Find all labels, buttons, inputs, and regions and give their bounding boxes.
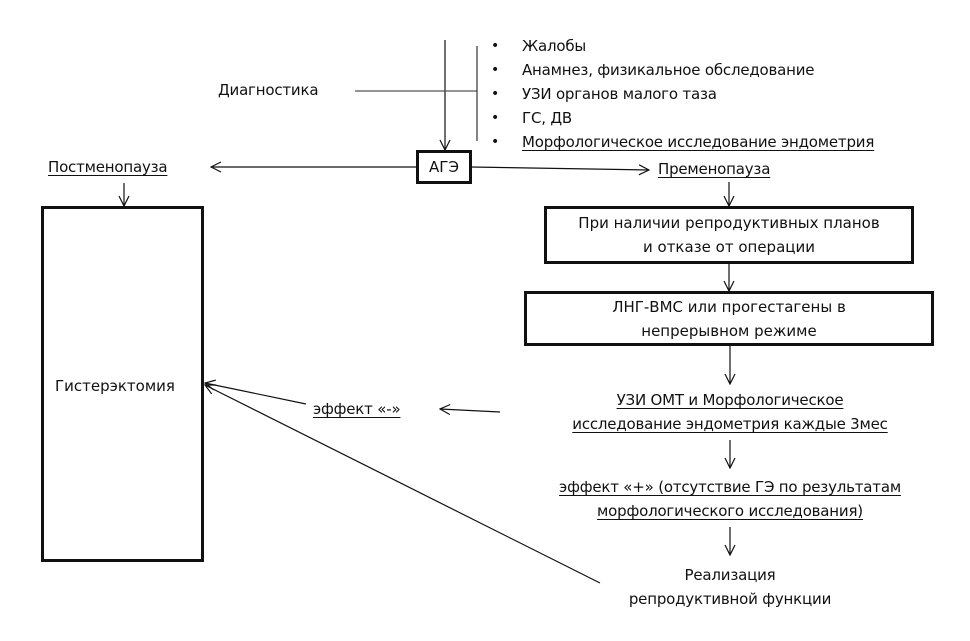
monitoring-text: УЗИ ОМТ и Морфологическое исследование э… bbox=[520, 388, 940, 436]
reproductive-plans-line-1: При наличии репродуктивных планов bbox=[578, 214, 880, 232]
premenopause-label: Пременопауза bbox=[658, 160, 771, 178]
bullet-icon: • bbox=[491, 38, 500, 54]
hysterectomy-box: Гистерэктомия bbox=[41, 206, 204, 562]
diagnostics-item: •УЗИ органов малого таза bbox=[491, 85, 717, 103]
monitoring-line-2: исследование эндометрия каждые 3мес bbox=[572, 415, 888, 433]
arrow-effect-negative-to-hysterectomy bbox=[205, 383, 307, 405]
bullet-icon: • bbox=[491, 62, 500, 78]
effect-negative-label: эффект «-» bbox=[313, 400, 401, 418]
diagnostics-item: •Жалобы bbox=[491, 37, 587, 55]
result-line-1: Реализация bbox=[684, 566, 776, 584]
reproductive-plans-box: При наличии репродуктивных планов и отка… bbox=[544, 206, 914, 264]
result-line-2: репродуктивной функции bbox=[628, 590, 832, 608]
monitoring-line-1: УЗИ ОМТ и Морфологическое bbox=[616, 391, 844, 409]
reproductive-plans-line-2: и отказе от операции bbox=[643, 238, 815, 256]
hysterectomy-label: Гистерэктомия bbox=[55, 377, 175, 395]
diagnostics-item: •ГС, ДВ bbox=[491, 109, 572, 127]
therapy-line-1: ЛНГ-ВМС или прогестагены в bbox=[612, 297, 846, 316]
arrow-to-premenopause bbox=[470, 167, 649, 170]
bullet-icon: • bbox=[491, 134, 500, 150]
effect-positive-line-2: морфологического исследования) bbox=[597, 502, 863, 520]
diagnostics-label: Диагностика bbox=[218, 81, 319, 99]
age-node-label: АГЭ bbox=[429, 158, 459, 176]
diagnostics-item: •Анамнез, физикальное обследование bbox=[491, 61, 815, 79]
effect-positive-line-1: эффект «+» (отсутствие ГЭ по результатам bbox=[559, 478, 901, 496]
age-node: АГЭ bbox=[416, 150, 472, 184]
effect-positive-text: эффект «+» (отсутствие ГЭ по результатам… bbox=[520, 475, 940, 523]
arrow-monitoring-to-effect-negative bbox=[440, 409, 501, 412]
bullet-icon: • bbox=[491, 86, 500, 102]
arrow-result-to-hysterectomy bbox=[205, 385, 601, 584]
result-text: Реализация репродуктивной функции bbox=[520, 563, 940, 611]
therapy-box: ЛНГ-ВМС или прогестагены в непрерывном р… bbox=[524, 291, 934, 346]
postmenopause-label: Постменопауза bbox=[48, 158, 168, 176]
bullet-icon: • bbox=[491, 110, 500, 126]
diagnostics-item: •Морфологическое исследование эндометрия bbox=[491, 133, 875, 151]
therapy-line-2: непрерывном режиме bbox=[641, 321, 817, 340]
diagnostics-list: •Жалобы •Анамнез, физикальное обследован… bbox=[491, 35, 874, 155]
